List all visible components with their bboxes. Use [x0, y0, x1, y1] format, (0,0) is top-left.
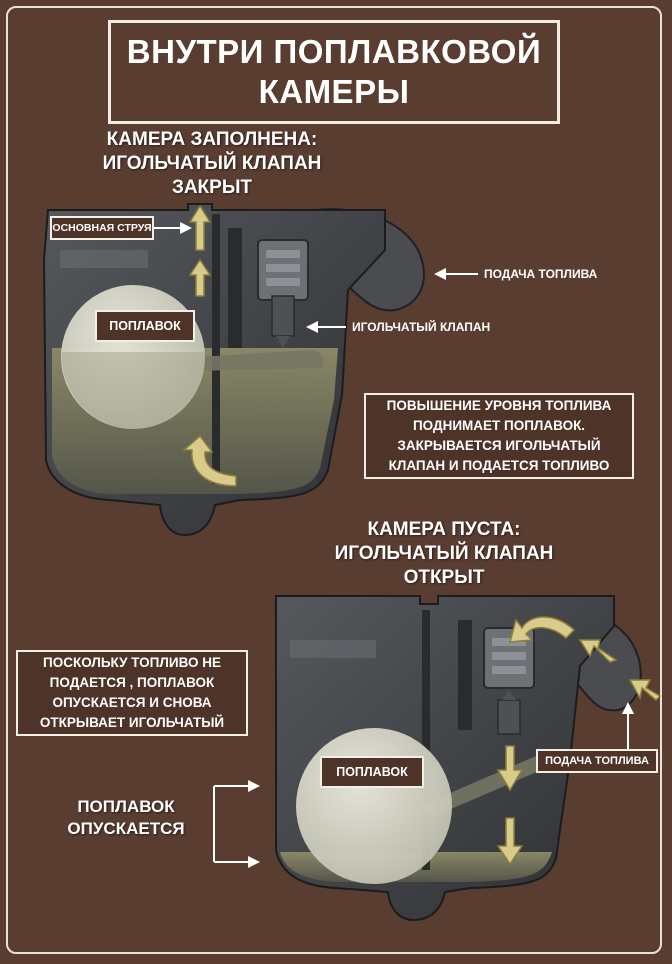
top-float-label: ПОПЛАВОК — [95, 310, 195, 342]
pointer-lines — [152, 222, 634, 868]
bottom-heading: КАМЕРА ПУСТА: ИГОЛЬЧАТЫЙ КЛАПАН ОТКРЫТ — [324, 518, 564, 590]
bottom-heading-line-3: ОТКРЫТ — [403, 567, 485, 588]
bottom-note-line-1: ПОСКОЛЬКУ ТОПЛИВО НЕ — [43, 655, 221, 670]
top-note-line-2: ПОДНИМАЕТ ПОПЛАВОК. — [412, 418, 586, 433]
bottom-inner-ledge — [290, 640, 376, 658]
bottom-flow-arrows — [496, 616, 662, 866]
top-heading-line-1: КАМЕРА ЗАПОЛНЕНА: — [106, 129, 318, 150]
float-drops-line-2: ОПУСКАЕТСЯ — [67, 819, 185, 838]
needle-valve-label: ИГОЛЬЧАТЫЙ КЛАПАН — [352, 320, 491, 334]
bottom-note-line-4: ОТКРЫВАЕТ ИГОЛЬЧАТЫЙ — [39, 715, 225, 730]
top-note-line-3: ЗАКРЫВАЕТСЯ ИГОЛЬЧАТЫЙ — [397, 438, 601, 453]
bottom-needle-valve — [483, 627, 535, 735]
bottom-float-label: ПОПЛАВОК — [320, 756, 424, 788]
top-note-box: ПОВЫШЕНИЕ УРОВНЯ ТОПЛИВА ПОДНИМАЕТ ПОПЛА… — [364, 393, 634, 479]
title-box: ВНУТРИ ПОПЛАВКОВОЙ КАМЕРЫ — [108, 20, 560, 124]
top-needle-valve — [257, 239, 309, 348]
bottom-jet-wall — [422, 610, 430, 870]
title-line-1: ВНУТРИ ПОПЛАВКОВОЙ — [126, 33, 542, 70]
bottom-heading-line-1: КАМЕРА ПУСТА: — [367, 519, 521, 540]
top-flow-arrows — [182, 204, 237, 487]
top-inner-ledge — [60, 250, 148, 268]
top-note-line-4: КЛАПАН И ПОДАЕТСЯ ТОПЛИВО — [388, 458, 610, 473]
top-note-line-1: ПОВЫШЕНИЕ УРОВНЯ ТОПЛИВА — [386, 398, 612, 413]
page-frame — [6, 6, 662, 954]
top-heading: КАМЕРА ЗАПОЛНЕНА: ИГОЛЬЧАТЫЙ КЛАПАН ЗАКР… — [92, 128, 332, 200]
top-heading-line-2: ИГОЛЬЧАТЫЙ КЛАПАН — [102, 153, 322, 174]
float-drops-label: ПОПЛАВОК ОПУСКАЕТСЯ — [46, 796, 206, 840]
bottom-fuel-supply-label: ПОДАЧА ТОПЛИВА — [536, 749, 658, 773]
bottom-float — [296, 728, 452, 884]
float-drops-line-1: ПОПЛАВОК — [77, 797, 175, 816]
main-jet-label: ОСНОВНАЯ СТРУЯ — [50, 216, 154, 240]
top-inner-wall — [228, 228, 242, 348]
bottom-inner-wall — [458, 620, 472, 730]
bottom-heading-line-2: ИГОЛЬЧАТЫЙ КЛАПАН — [334, 543, 554, 564]
top-jet-wall — [212, 214, 220, 484]
title-line-2: КАМЕРЫ — [258, 73, 410, 110]
top-chamber — [42, 203, 425, 537]
top-fuel-supply-label: ПОДАЧА ТОПЛИВА — [484, 267, 598, 281]
bottom-note-line-3: ОПУСКАЕТСЯ И СНОВА — [52, 695, 212, 710]
bottom-note-line-2: ПОДАЕТСЯ , ПОПЛАВОК — [49, 675, 215, 690]
bottom-chamber — [275, 595, 662, 922]
bottom-note-box: ПОСКОЛЬКУ ТОПЛИВО НЕ ПОДАЕТСЯ , ПОПЛАВОК… — [16, 650, 248, 736]
top-heading-line-3: ЗАКРЫТ — [171, 177, 253, 198]
